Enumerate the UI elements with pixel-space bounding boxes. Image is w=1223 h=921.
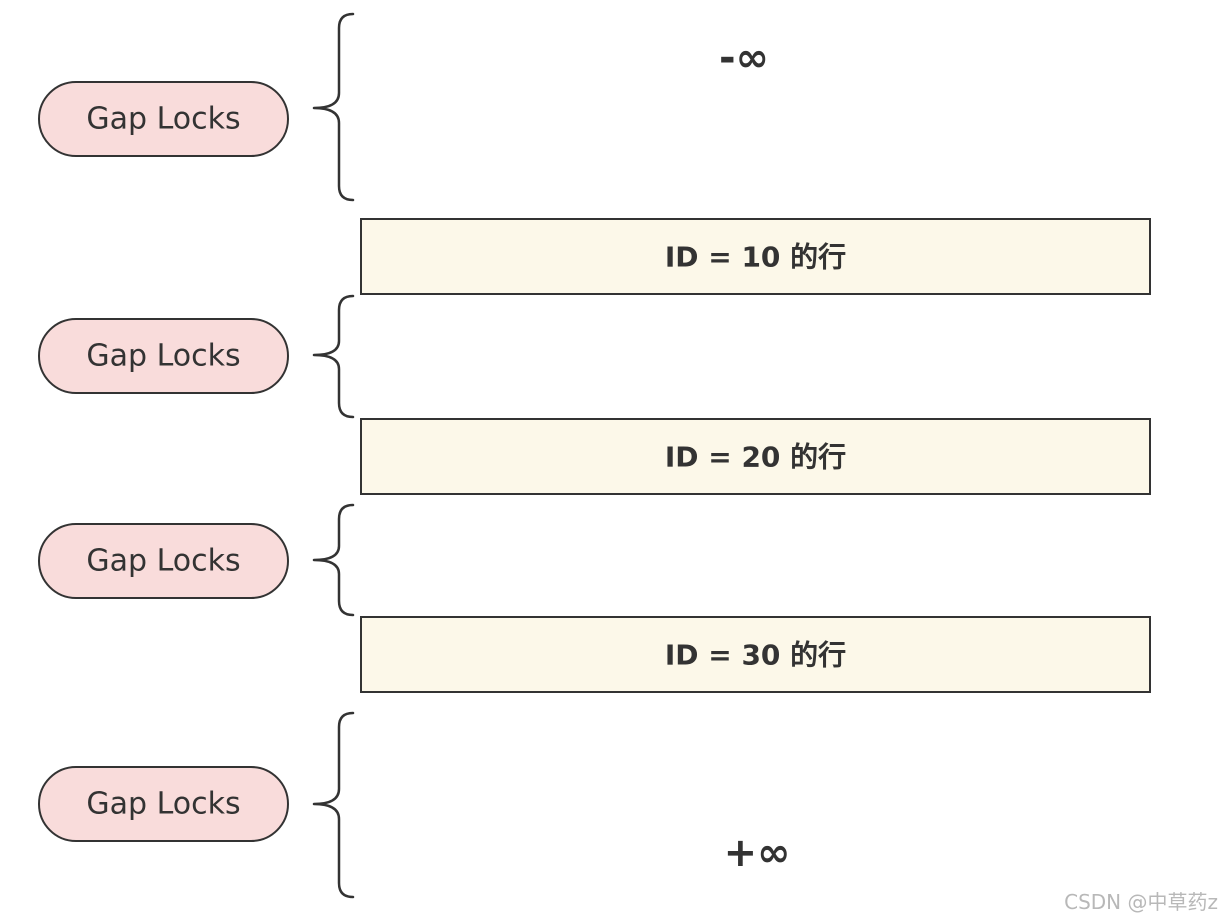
row-label: ID = 20 的行: [665, 441, 846, 474]
gap-lock-label: Gap Locks: [86, 339, 240, 374]
brace-2: [312, 294, 355, 419]
gap-lock-2: Gap Locks: [38, 318, 289, 394]
row-box-10: ID = 10 的行: [360, 218, 1151, 295]
positive-infinity-label: +∞: [724, 830, 791, 876]
gap-lock-pill: [38, 523, 289, 599]
gap-lock-label: Gap Locks: [86, 544, 240, 579]
row-label: ID = 10 的行: [665, 241, 846, 274]
brace-4: [312, 711, 355, 899]
gap-lock-pill: [38, 81, 289, 157]
row-box-rect: [360, 218, 1151, 295]
gap-lock-1: Gap Locks: [38, 81, 289, 157]
row-box-rect: [360, 616, 1151, 693]
negative-infinity-label: -∞: [719, 35, 769, 81]
gap-lock-pill: [38, 318, 289, 394]
gap-lock-label: Gap Locks: [86, 787, 240, 822]
gap-lock-4: Gap Locks: [38, 766, 289, 842]
gap-lock-pill: [38, 766, 289, 842]
row-box-rect: [360, 418, 1151, 495]
row-box-30: ID = 30 的行: [360, 616, 1151, 693]
gap-lock-3: Gap Locks: [38, 523, 289, 599]
gap-lock-label: Gap Locks: [86, 102, 240, 137]
row-label: ID = 30 的行: [665, 639, 846, 672]
watermark: CSDN @中草药z: [1064, 890, 1218, 914]
brace-1: [312, 12, 355, 202]
row-box-20: ID = 20 的行: [360, 418, 1151, 495]
brace-3: [312, 503, 355, 617]
